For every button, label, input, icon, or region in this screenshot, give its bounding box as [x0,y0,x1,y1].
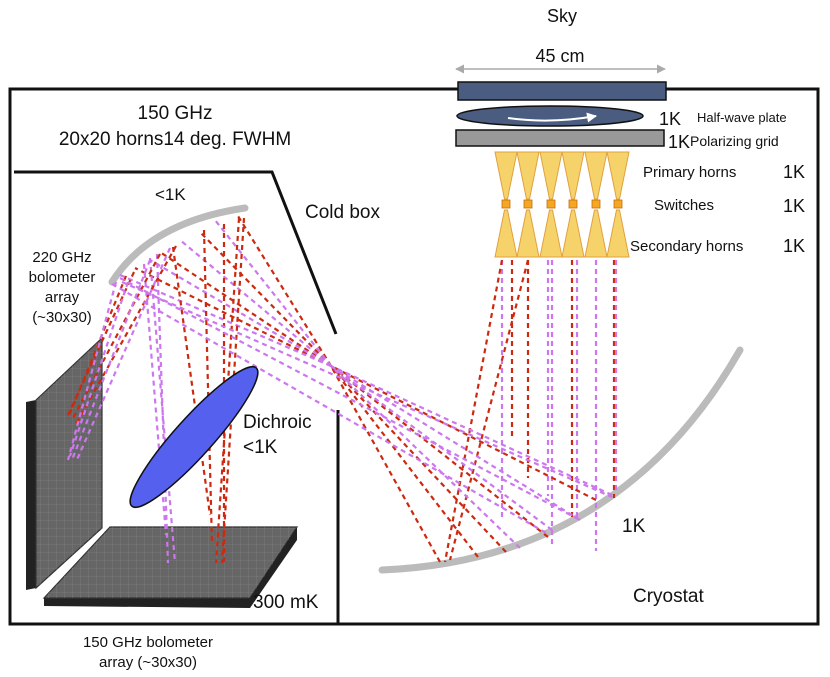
switch [501,199,511,209]
rotation-arrow-icon [507,112,597,123]
width-label: 45 cm [535,46,584,66]
window-plate [457,81,667,101]
ray-red [448,259,530,561]
polarizing-grid [455,129,665,147]
ray-red [330,365,441,563]
secondary-horn [494,209,518,258]
ray-bundle [66,215,618,564]
cryostat-outline [8,87,820,626]
band-150-label: 150 GHz [138,103,213,124]
ray-red [66,275,128,419]
secondary-horn [516,209,540,258]
switches-label: Switches [654,197,714,214]
ray-red [171,246,212,516]
primary-horns-label: Primary horns [643,164,736,181]
ray-violet [155,253,170,564]
bolo-220-label-4: (~30x30) [32,309,92,326]
detector-220ghz-edge [26,400,36,590]
primary-horn [494,151,518,200]
primary-horn [539,151,563,200]
grid-label: Polarizing grid [690,133,779,149]
ray-red [159,251,332,367]
grid-temp-label: 1K [668,132,690,152]
hwp-temp-label: 1K [659,109,681,129]
secondary-horn [584,209,608,258]
secondary-horns-temp-label: 1K [783,236,805,256]
sky-label: Sky [547,6,577,26]
secondary-horn [539,209,563,258]
bolo-150-label-1: 150 GHz bolometer [83,634,213,651]
temp-300mk-label: 300 mK [253,592,319,613]
horn-array [494,151,630,258]
ray-red [71,253,161,421]
secondary-horns-label: Secondary horns [630,238,743,255]
secondary-horn [561,209,585,258]
primary-horn [606,151,630,200]
cold-box-outline [14,170,338,335]
detector-150ghz-grid [44,527,297,598]
switch [523,199,533,209]
switch [546,199,556,209]
switches-temp-label: 1K [783,196,805,216]
secondary-mirror [108,204,249,286]
primary-horn [561,151,585,200]
ray-violet [68,281,130,457]
ray-violet [330,365,613,496]
switch [591,199,601,209]
primary-mirror-temp-label: 1K [622,516,646,537]
detector-220ghz-grid [36,338,102,588]
ray-violet [121,280,613,499]
ray-red [237,215,332,367]
bolo-220-label-2: bolometer [29,269,96,286]
dichroic-temp-label: <1K [243,437,278,458]
ray-violet [119,273,332,368]
primary-horn [516,151,540,200]
ray-red [75,245,177,425]
detector-150ghz-side [250,527,297,608]
ray-red [443,259,504,563]
bolo-220-label-1: 220 GHz [32,249,91,266]
cold-box-label: Cold box [305,202,380,223]
ray-red [199,231,332,367]
cryostat-label: Cryostat [633,586,704,607]
ray-violet [214,219,332,367]
primary-horns-temp-label: 1K [783,162,805,182]
horns-fwhm-label: 20x20 horns14 deg. FWHM [59,129,291,150]
ray-violet [111,283,549,535]
switch [568,199,578,209]
ray-violet [179,239,332,367]
ray-red [330,365,549,538]
dichroic-label: Dichroic [243,412,312,433]
dichroic-filter [129,365,259,509]
ray-violet [66,281,118,461]
ray-red [202,229,214,546]
ray-red [330,365,479,558]
bolo-150-label-2: array (~30x30) [99,654,197,671]
primary-horn [584,151,608,200]
switch [613,199,623,209]
ray-violet [330,365,521,549]
bolo-220-label-3: array [45,289,80,306]
ray-violet [149,259,332,367]
half-wave-plate [456,105,644,127]
hwp-label: Half-wave plate [697,110,787,125]
ray-violet [74,247,172,463]
mirror-temp-label: <1K [155,185,186,204]
ray-violet [119,277,581,521]
detector-150ghz-edge [44,598,250,608]
primary-mirror [378,346,744,574]
secondary-horn [606,209,630,258]
